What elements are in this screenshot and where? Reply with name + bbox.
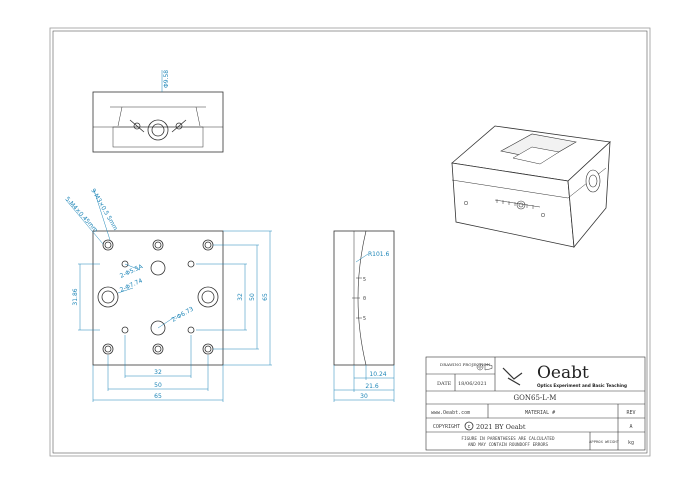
note-line-1: FIGURE IN PARENTHESES ARE CALCULATED (461, 436, 555, 442)
weight-unit: kg (628, 440, 634, 446)
front-v-dims (78, 230, 272, 366)
copyright-label: COPYRIGHT (433, 424, 460, 430)
top-view-outline (92, 91, 224, 153)
part-number: GON65-L-M (514, 394, 557, 402)
front-view (92, 230, 224, 366)
side-radius-label: R101.6 (368, 251, 390, 258)
top-knob-right (175, 122, 183, 130)
note-line-2: AND MAY CONTAIN ROUNDOFF ERRORS (468, 442, 549, 448)
dim-h32: 32 (154, 369, 162, 376)
website: www.Oeabt.com (431, 410, 470, 416)
projection-symbol-icon (476, 363, 493, 371)
dim-v50: 50 (249, 293, 256, 301)
dim-side-10-24: 10.24 (369, 371, 386, 378)
outer-border (49, 27, 651, 457)
projection-label: DRAWING PROJECTION (440, 362, 491, 367)
dim-side-30: 30 (360, 393, 368, 400)
side-mark-bot: 5 (363, 316, 366, 322)
side-mark-top: 5 (363, 277, 366, 283)
front-leaders (65, 189, 177, 329)
oeabt-logo: Oeabt Optics Experiment and Basic Teachi… (502, 363, 627, 388)
front-view-outline (92, 230, 224, 366)
top-view (92, 70, 224, 153)
copyright-icon: c (464, 421, 474, 431)
copyright-text: 2021 BY Oeabt (476, 423, 526, 431)
dim-side-21-6: 21.6 (365, 383, 379, 390)
callout-m4: 5-M4×0.45mm (64, 196, 99, 234)
inner-border (52, 30, 648, 454)
isometric-view (451, 125, 611, 249)
weight-label: APPROX WEIGHT (589, 439, 619, 444)
hole-label-c: 2-Φ6.73 (171, 306, 195, 324)
svg-text:c: c (468, 424, 471, 430)
top-knob-left (133, 122, 141, 130)
front-h-dims (92, 335, 224, 402)
date-value: 18/06/2021 (458, 381, 487, 387)
logo-subtitle: Optics Experiment and Basic Teaching (537, 383, 627, 388)
side-dims (333, 365, 395, 402)
rev-value: A (629, 424, 632, 430)
top-dia-label: Φ9.58 (163, 70, 170, 88)
title-block (425, 356, 646, 451)
material-label: MATERIAL # (525, 410, 555, 416)
side-view (333, 230, 395, 366)
dim-h65: 65 (154, 393, 162, 400)
side-view-outline (333, 230, 395, 366)
logo-text: Oeabt (537, 363, 589, 383)
dim-v65: 65 (262, 293, 269, 301)
dim-h50: 50 (154, 382, 162, 389)
date-label: DATE (437, 381, 452, 387)
side-mark-mid: 0 (363, 296, 366, 302)
dim-v31-86: 31.86 (72, 288, 79, 305)
hole-label-b: 2-Φ7.74 (119, 277, 144, 294)
dim-v32: 32 (237, 293, 244, 301)
rev-label: REV (626, 410, 635, 416)
